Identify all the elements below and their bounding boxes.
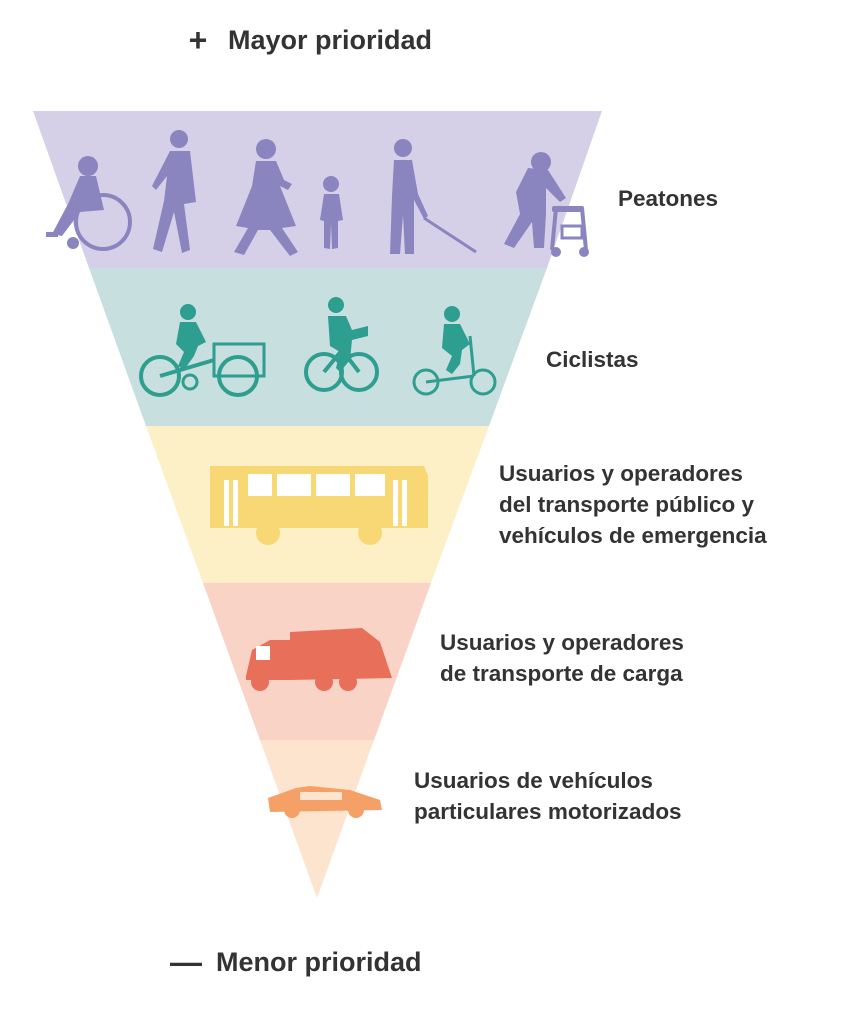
garbage-truck-icon — [246, 628, 392, 691]
folding-bike-icon — [412, 306, 497, 396]
cyclist-icon — [304, 297, 379, 392]
bus-icon — [210, 466, 428, 545]
tier-band-private-vehicles — [260, 740, 374, 898]
plus-icon: + — [188, 22, 208, 58]
tier-label-public-transport: Usuarios y operadores del transporte púb… — [499, 461, 767, 548]
child-icon — [320, 176, 343, 249]
cargo-tricycle-icon — [139, 304, 266, 397]
walking-man-icon — [152, 130, 196, 253]
tier-label-cyclists: Ciclistas — [546, 347, 639, 372]
tier-label-pedestrians: Peatones — [618, 186, 719, 211]
higher-priority-label: Mayor prioridad — [228, 24, 433, 55]
higher-priority-heading: + Mayor prioridad — [182, 22, 432, 58]
car-icon — [268, 786, 382, 818]
lower-priority-label: Menor prioridad — [216, 946, 422, 977]
walking-woman-icon — [234, 139, 298, 256]
tier-label-freight: Usuarios y operadores de transporte de c… — [440, 630, 684, 686]
wheelchair-user-icon — [46, 156, 132, 251]
lower-priority-heading: — Menor prioridad — [170, 944, 422, 980]
elderly-walker-icon — [504, 152, 589, 257]
tier-label-private-vehicles: Usuarios de vehículos particulares motor… — [414, 768, 682, 824]
tier-band-cyclists — [89, 268, 547, 426]
tier-band-pedestrians — [33, 111, 602, 268]
minus-icon: — — [170, 944, 202, 980]
blind-person-cane-icon — [390, 139, 477, 254]
